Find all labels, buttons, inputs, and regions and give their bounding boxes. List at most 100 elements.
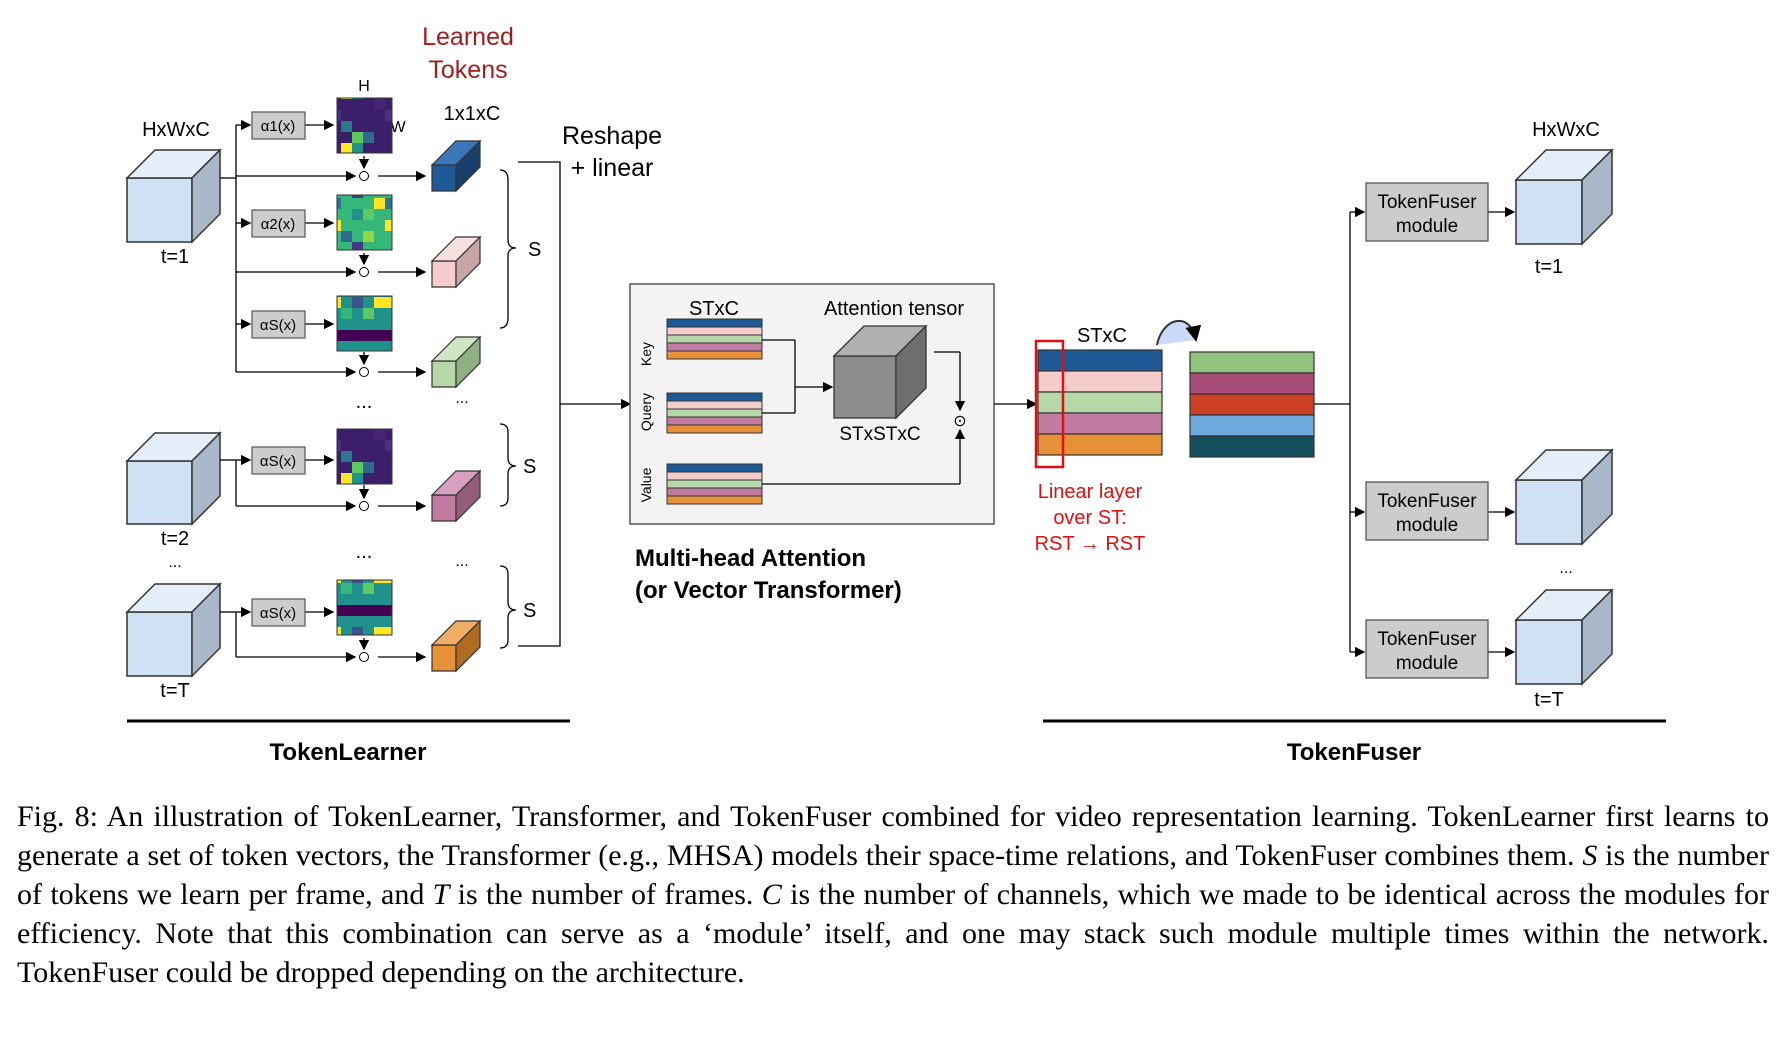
value-label: Value [638, 467, 654, 502]
input-frame-cube-tT [125, 582, 222, 678]
caption-part-2: is the number of tokens we learn per fra… [17, 839, 1769, 911]
alpha-s-label-2: αS(x) [260, 453, 296, 470]
linear-layer-highlight [1034, 339, 1065, 469]
connectors-t1 [220, 119, 427, 378]
linear-layer-label-line2: over ST: [1053, 507, 1126, 529]
tokenlearner-title: TokenLearner [270, 739, 427, 766]
tokenfuser-module-3-line1: TokenFuser [1377, 629, 1477, 650]
s-label-3: S [523, 600, 536, 622]
alpha-2-box [251, 209, 306, 238]
output-dim-label: HxWxC [1532, 119, 1600, 141]
frame-label-tT: t=T [160, 680, 189, 702]
multiply-markers [359, 171, 369, 662]
frame-label-t2: t=2 [161, 528, 189, 550]
tokenfuser-module-1-line1: TokenFuser [1377, 192, 1477, 213]
tokenfuser-module-3-line2: module [1396, 653, 1458, 674]
learned-tokens-title-line1: Learned [422, 23, 514, 51]
output-frame-cube-tT [1514, 588, 1614, 686]
ellipsis-token-1: ... [455, 390, 468, 407]
alpha-1-box [251, 111, 306, 140]
fuser-connectors [1314, 206, 1516, 658]
caption-var-t: T [432, 878, 450, 911]
figure-caption: Fig. 8: An illustration of TokenLearner,… [17, 797, 1769, 992]
value-token-stack [666, 463, 763, 505]
height-label: H [358, 78, 370, 95]
output-frame-cube-t1 [1514, 148, 1614, 246]
tokenfuser-module-2-line2: module [1396, 515, 1458, 536]
caption-part-3: is the number of frames. [449, 878, 762, 911]
connectors-tT [220, 606, 427, 663]
attention-title-line1: Multi-head Attention [635, 545, 866, 572]
attention-tensor-cube [832, 324, 928, 420]
caption-var-s: S [1582, 839, 1598, 872]
tokenfuser-module-3 [1365, 619, 1489, 679]
alpha-s-box-1 [251, 310, 306, 339]
output-ellipsis: ... [1559, 560, 1572, 577]
output-frame-label-t1: t=1 [1535, 256, 1563, 278]
alpha-2-label: α2(x) [261, 216, 296, 233]
attention-stxc-label: STxC [689, 298, 739, 320]
output-frame-cube-t2 [1514, 448, 1614, 546]
attention-map-4 [336, 428, 393, 485]
tokenlearner-section: Learned Tokens HxWxC H W 1x1xC t=1 [125, 23, 662, 766]
token-cube-blue [430, 139, 482, 193]
ellipsis-map-2: ... [356, 541, 373, 563]
token-cube-orange [430, 619, 482, 673]
token-dim-label: 1x1xC [444, 103, 501, 125]
input-frame-cube-t1 [125, 148, 222, 244]
query-label: Query [638, 393, 654, 431]
token-cube-green [430, 335, 482, 389]
attention-title-line2: (or Vector Transformer) [635, 577, 902, 604]
tokenfuser-section: STxC Linear layer over ST: RST → RST [1035, 119, 1666, 766]
key-label: Key [638, 342, 654, 366]
token-cube-pink [430, 235, 482, 289]
ellipsis-frames: ... [168, 554, 181, 571]
alpha-s-box-3 [251, 598, 306, 627]
input-frame-cube-t2 [125, 431, 222, 526]
attention-tensor-dim: STxSTxC [839, 424, 920, 445]
tokenfuser-module-1-line2: module [1396, 216, 1458, 237]
connectors-t2 [220, 454, 427, 512]
output-frame-label-tT: t=T [1534, 689, 1563, 711]
attention-map-1 [336, 97, 393, 154]
ellipsis-map-1: ... [356, 391, 373, 413]
reshape-bracket [518, 161, 630, 647]
input-dim-label: HxWxC [142, 119, 210, 141]
brace-s-1 [499, 169, 517, 329]
linear-layer-label-line1: Linear layer [1038, 481, 1143, 503]
attended-token-stack [1037, 349, 1163, 456]
attention-connectors [762, 339, 1038, 485]
caption-var-c: C [761, 878, 782, 911]
s-label-1: S [528, 239, 541, 261]
caption-part-4: is the number of channels, which we made… [17, 878, 1769, 989]
attention-map-3 [336, 295, 393, 352]
fused-token-stack [1189, 351, 1315, 458]
tokenlearner-tokenfuser-diagram: Learned Tokens HxWxC H W 1x1xC t=1 [125, 23, 1666, 766]
alpha-s-box-2 [251, 446, 306, 475]
key-token-stack [666, 318, 763, 360]
frame-label-t1: t=1 [161, 246, 189, 268]
fuser-stxc-label: STxC [1077, 325, 1127, 347]
transform-curved-arrow [1156, 320, 1202, 346]
token-cube-magenta [430, 469, 482, 523]
tokenfuser-module-1 [1365, 182, 1489, 242]
brace-s-3 [499, 565, 517, 649]
brace-s-2 [499, 423, 517, 507]
attention-tensor-label: Attention tensor [824, 298, 964, 320]
tokenfuser-module-2-line1: TokenFuser [1377, 491, 1477, 512]
tokenfuser-module-2 [1365, 481, 1489, 541]
attention-map-5 [336, 579, 393, 636]
linear-layer-label-line3: RST → RST [1035, 533, 1146, 555]
learned-tokens-title-line2: Tokens [428, 56, 507, 84]
reshape-label-line1: Reshape [562, 122, 662, 150]
alpha-1-label: α1(x) [261, 118, 296, 135]
tokenfuser-title: TokenFuser [1287, 739, 1421, 766]
alpha-s-label-3: αS(x) [260, 605, 296, 622]
s-label-2: S [523, 456, 536, 478]
reshape-label-line2: + linear [571, 154, 654, 182]
attention-map-2 [336, 194, 393, 251]
ellipsis-token-2: ... [455, 553, 468, 570]
width-label: W [390, 119, 406, 136]
caption-part-1: Fig. 8: An illustration of TokenLearner,… [17, 800, 1769, 872]
alpha-s-label-1: αS(x) [260, 317, 296, 334]
